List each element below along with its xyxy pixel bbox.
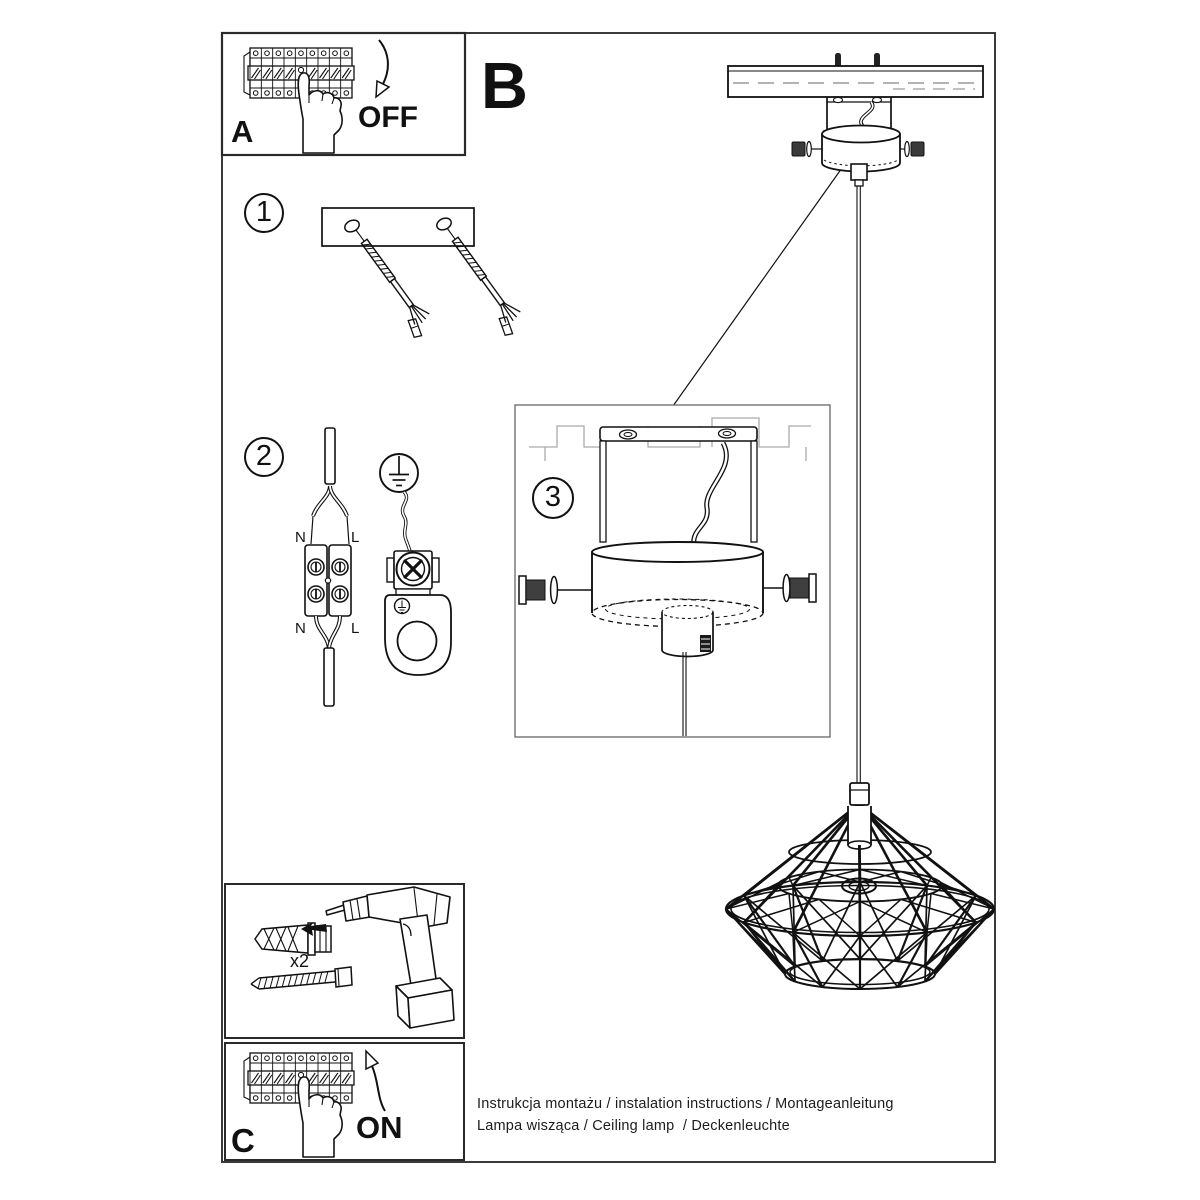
detail-leader-line: [672, 150, 855, 407]
arrow-on-icon: [365, 1049, 386, 1112]
ground-clamp: [384, 550, 452, 676]
wall-plug: [254, 922, 332, 956]
step1-badge: [244, 193, 284, 233]
off-label: OFF: [358, 101, 418, 134]
outer-frame: [221, 32, 996, 1163]
panel-a-label: A: [231, 114, 254, 149]
step2-diagram: [244, 427, 452, 707]
wire-n-top-label: N: [295, 529, 306, 546]
canopy-screw-right: [910, 141, 925, 157]
mounting-bolt-left: [835, 53, 841, 67]
wire-l-top-label: L: [351, 529, 360, 546]
bulb-socket: [841, 806, 877, 895]
detail-bracket-screw-left: [618, 429, 638, 440]
wire-l-bottom-label: L: [351, 620, 360, 637]
mounting-screw: [250, 966, 353, 990]
arrow-off-icon: [375, 39, 391, 99]
drill: [325, 886, 455, 1029]
step1-diagram: [244, 193, 529, 341]
panel-b-label: B: [481, 49, 528, 122]
circuit-breaker-a: [243, 47, 355, 99]
ceiling-profile-lines: [529, 417, 811, 461]
wire-n-bottom-label: N: [295, 620, 306, 637]
cord-grip-connector: [849, 782, 870, 806]
detail-canopy: [591, 541, 764, 736]
insert-arrow-icon: [301, 922, 327, 936]
detail-bracket: [599, 426, 758, 547]
step3-number: 3: [544, 481, 562, 513]
tools-panel: [224, 883, 465, 1039]
ceiling-beam: [727, 53, 984, 98]
anchor-qty-label: x2: [290, 951, 310, 971]
mounting-bolt-right: [874, 53, 880, 67]
step3-detail-box: [514, 404, 831, 738]
on-label: ON: [356, 1110, 403, 1145]
detail-bracket-screw-right: [717, 428, 737, 439]
footer-line-1: Instrukcja montażu / instalation instruc…: [477, 1096, 894, 1112]
step3-badge: [532, 477, 574, 519]
ground-symbol-icon: [379, 453, 419, 493]
step2-number: 2: [255, 440, 273, 472]
footer-line-2: Lampa wisząca / Ceiling lamp / Deckenleu…: [477, 1118, 790, 1134]
terminal-block: [304, 544, 352, 617]
detail-side-screws: [518, 573, 817, 605]
pendant-cord: [856, 186, 861, 786]
power-cable-bottom: [323, 647, 335, 707]
canopy-screw-left: [791, 141, 806, 157]
terminal-screws: [307, 558, 349, 603]
ceiling-canopy: [791, 124, 925, 187]
power-cable-top: [324, 427, 336, 485]
panel-a: [220, 31, 467, 157]
bracket-screw-right: [871, 96, 883, 104]
step1-number: 1: [255, 196, 273, 228]
panel-c: [224, 1042, 465, 1161]
step2-badge: [244, 437, 284, 477]
panel-c-label: C: [231, 1122, 255, 1159]
bracket-screw-left: [832, 96, 844, 104]
